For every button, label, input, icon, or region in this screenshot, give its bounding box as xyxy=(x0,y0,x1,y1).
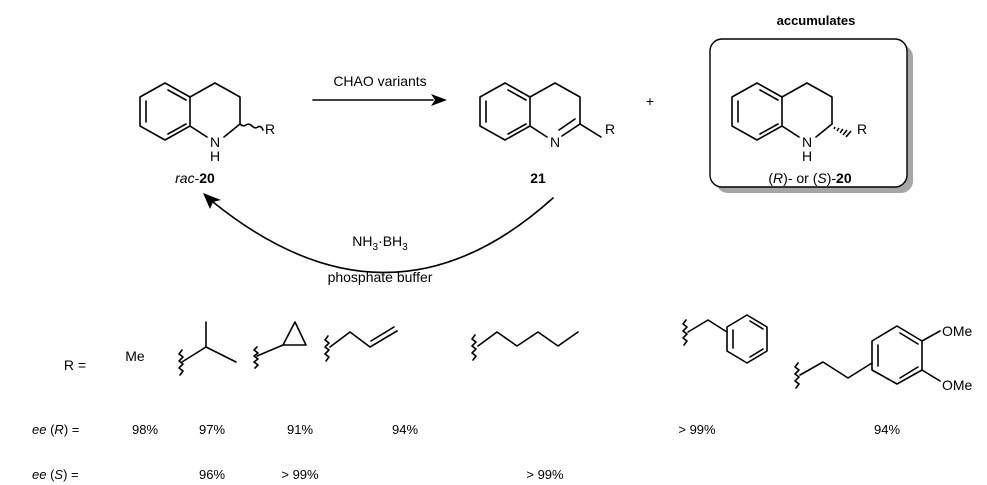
arrow-label: CHAO variants xyxy=(333,73,426,89)
ee-s-cyclopropyl: > 99% xyxy=(281,467,319,482)
reductant-label: NH3·BH3 xyxy=(352,233,408,253)
ee-s-pentyl: > 99% xyxy=(526,467,564,482)
substituent-cyclopropyl xyxy=(253,321,307,369)
r-equals-label: R = xyxy=(64,357,86,373)
ee-r-cyclopropyl: 91% xyxy=(287,422,313,437)
ee-r-methyl: 98% xyxy=(132,422,158,437)
substituent-methyl: Me xyxy=(125,348,145,364)
ee-r-allyl: 94% xyxy=(392,422,418,437)
ee-s-label: ee (S) = xyxy=(32,467,79,482)
ee-r-dimethoxyphenethyl: 94% xyxy=(874,422,900,437)
ee-s-isopropyl: 96% xyxy=(199,467,225,482)
box-title: accumulates xyxy=(777,13,856,28)
ome-label-top: OMe xyxy=(942,323,973,339)
atom-h: H xyxy=(802,148,812,164)
atom-n: N xyxy=(550,134,560,150)
compound-label-rac-20: rac-20 xyxy=(175,170,215,186)
buffer-label: phosphate buffer xyxy=(328,269,433,285)
structure-enantiopure-20: N H R xyxy=(731,82,867,164)
forward-arrow xyxy=(312,94,447,106)
compound-label-r-or-s-20: (R)- or (S)-20 xyxy=(768,170,851,186)
ee-r-label: ee (R) = xyxy=(32,422,79,437)
substituent-allyl xyxy=(324,326,398,362)
atom-n: N xyxy=(210,134,220,150)
ee-r-benzyl: > 99% xyxy=(678,422,716,437)
structure-21: N R xyxy=(479,82,615,150)
return-arrow xyxy=(203,193,554,274)
atom-r: R xyxy=(265,121,275,137)
structure-rac-20: N H R xyxy=(139,82,275,164)
atom-h: H xyxy=(210,148,220,164)
atom-r: R xyxy=(857,121,867,137)
atom-r: R xyxy=(605,121,615,137)
substituent-benzyl xyxy=(682,314,768,364)
substituent-dimethoxyphenethyl: OMe OMe xyxy=(794,323,973,393)
atom-n: N xyxy=(802,134,812,150)
plus-sign: + xyxy=(646,93,654,109)
substituent-pentyl xyxy=(471,331,579,361)
substituent-isopropyl xyxy=(178,321,237,376)
ome-label-bottom: OMe xyxy=(942,377,973,393)
compound-label-21: 21 xyxy=(530,170,546,186)
accumulates-box xyxy=(709,38,913,193)
ee-r-isopropyl: 97% xyxy=(199,422,225,437)
